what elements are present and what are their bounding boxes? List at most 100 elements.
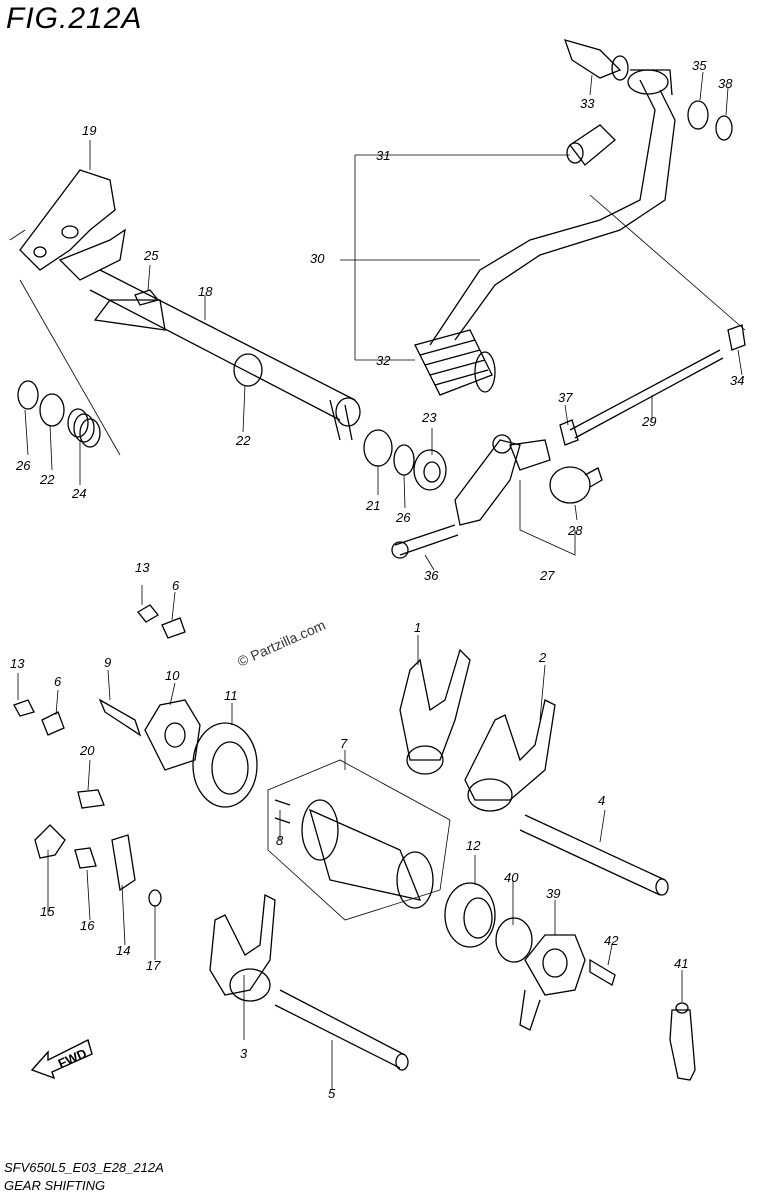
callout-16[interactable]: 16 [80,918,95,933]
callout-25[interactable]: 25 [143,248,159,263]
pedal-rubber[interactable] [414,329,496,396]
callout-1[interactable]: 1 [414,620,421,635]
callout-22b[interactable]: 22 [39,472,55,487]
callout-6b[interactable]: 6 [54,674,62,689]
gearshift-shaft[interactable] [89,269,361,441]
nut-37[interactable] [559,419,579,446]
callout-3[interactable]: 3 [240,1046,248,1061]
diagram-name: GEAR SHIFTING [4,1178,106,1193]
bolt-16[interactable] [74,847,97,869]
washer-6a[interactable] [161,617,186,639]
diagram-code: SFV650L5_E03_E28_212A [4,1160,164,1175]
callout-22a[interactable]: 22 [235,433,251,448]
pivot-bolt[interactable] [563,39,629,81]
washer-21[interactable] [363,429,393,467]
callout-38[interactable]: 38 [718,76,733,91]
clamp-41[interactable] [669,1002,696,1081]
callout-41[interactable]: 41 [674,956,688,971]
shift-fork-3[interactable] [209,893,276,1002]
washer-22[interactable] [39,393,65,427]
callout-32[interactable]: 32 [376,353,391,368]
callout-18[interactable]: 18 [198,284,213,299]
callout-13a[interactable]: 13 [135,560,150,575]
pedal-bushing[interactable] [566,124,616,166]
callout-42[interactable]: 42 [604,933,619,948]
callout-15[interactable]: 15 [40,904,55,919]
callout-31[interactable]: 31 [376,148,390,163]
callout-12[interactable]: 12 [466,838,481,853]
callout-10[interactable]: 10 [165,668,180,683]
shift-link-arm[interactable] [454,434,551,526]
callout-34[interactable]: 34 [730,373,744,388]
callout-7[interactable]: 7 [340,736,348,751]
shaft-washer-22[interactable] [233,353,263,387]
nut-34[interactable] [727,324,746,351]
washer-6b[interactable] [41,711,65,736]
callout-4[interactable]: 4 [598,793,605,808]
bearing-12[interactable] [444,882,496,948]
callout-27[interactable]: 27 [539,568,555,583]
callout-30[interactable]: 30 [310,251,325,266]
callout-14[interactable]: 14 [116,943,130,958]
gearshift-plate[interactable] [19,169,116,271]
callout-39[interactable]: 39 [546,886,560,901]
callout-17[interactable]: 17 [146,958,161,973]
washer-35[interactable] [687,100,709,130]
drum-pins[interactable] [274,799,291,824]
circlip-26[interactable] [17,380,39,410]
shift-cam-stopper-10[interactable] [144,699,201,771]
shift-drum[interactable] [267,759,451,921]
fork-shaft-4[interactable] [519,814,669,896]
callout-2[interactable]: 2 [538,650,547,665]
callout-13b[interactable]: 13 [10,656,25,671]
callout-23[interactable]: 23 [421,410,437,425]
gear-position-switch[interactable] [519,934,586,1031]
bolt-42[interactable] [589,958,616,986]
bolt-20[interactable] [77,789,105,809]
return-spring-25[interactable] [134,289,160,306]
rod-end-28[interactable] [549,466,603,504]
callout-40[interactable]: 40 [504,870,519,885]
spring-15[interactable] [34,824,66,859]
screw-13b[interactable] [13,699,35,717]
shift-fork-2[interactable] [464,699,556,812]
washer-17[interactable] [148,889,162,907]
callout-24[interactable]: 24 [71,486,86,501]
o-ring-40[interactable] [495,917,533,963]
callout-26b[interactable]: 26 [395,510,411,525]
callout-37[interactable]: 37 [558,390,573,405]
shaft-arm[interactable] [93,299,166,331]
callout-21[interactable]: 21 [365,498,380,513]
shift-rod[interactable] [569,349,721,431]
callout-28[interactable]: 28 [567,523,583,538]
shift-pedal-lever[interactable] [429,69,676,346]
callout-11[interactable]: 11 [224,688,238,703]
shift-arm-plate[interactable] [58,228,126,281]
fwd-label: FWD [56,1046,89,1072]
callout-33[interactable]: 33 [580,96,595,111]
arm-14[interactable] [111,834,136,892]
screw-13a[interactable] [137,604,159,623]
callout-36[interactable]: 36 [424,568,439,583]
callout-35[interactable]: 35 [692,58,707,73]
bearing-11[interactable] [192,722,258,808]
circlip-26b[interactable] [393,444,415,476]
callout-9[interactable]: 9 [104,655,111,670]
fork-shaft-5[interactable] [274,989,409,1071]
figure-title: FIG.212A [6,2,143,35]
callout-8[interactable]: 8 [276,833,284,848]
pin-9[interactable] [98,698,142,737]
spring-24[interactable] [67,408,101,448]
callout-26a[interactable]: 26 [15,458,31,473]
callout-20[interactable]: 20 [79,743,95,758]
callout-labels: 1 2 3 4 5 6 6 7 8 9 10 11 12 13 13 14 15… [10,58,744,1101]
circlip-38[interactable] [715,115,733,141]
callout-6a[interactable]: 6 [172,578,180,593]
oil-seal-23[interactable] [413,449,447,491]
callout-29[interactable]: 29 [641,414,656,429]
shift-fork-1[interactable] [399,648,471,775]
callout-19[interactable]: 19 [82,123,96,138]
bolt-36[interactable] [391,524,459,559]
callout-5[interactable]: 5 [328,1086,336,1101]
